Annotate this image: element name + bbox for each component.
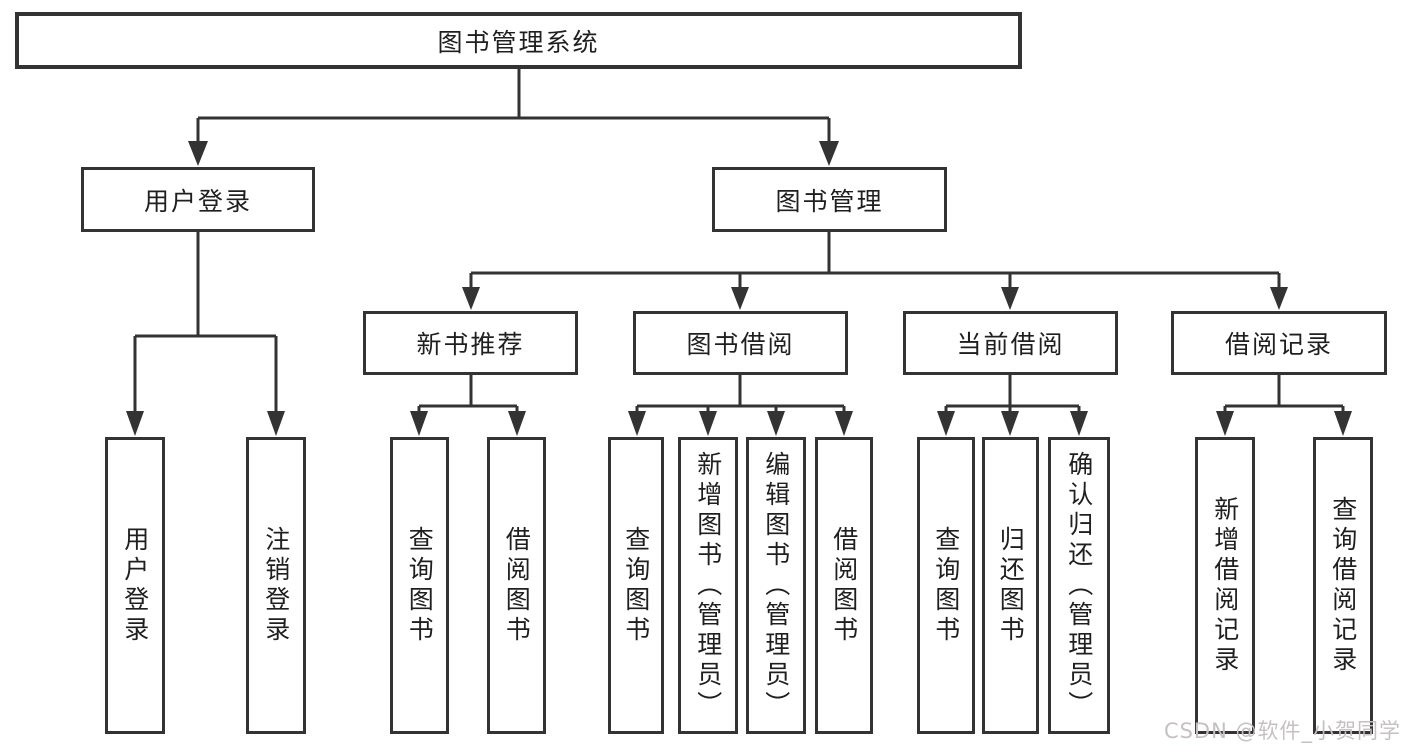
leaf-query-books: 查询图书 [390,437,449,734]
node-book-borrow: 图书借阅 [633,311,848,375]
arrowhead-icon [937,411,955,436]
leaf-borrow-books: 借阅图书 [815,437,873,734]
leaf-borrow-books: 借阅图书 [487,437,546,734]
node-book-management: 图书管理 [712,167,947,232]
arrowhead-icon [126,411,144,436]
node-user-login: 用户登录 [81,167,315,232]
leaf-query-books: 查询图书 [608,437,664,734]
arrowhead-icon [267,411,285,436]
arrowhead-icon [1216,411,1234,436]
leaf-confirm-return-admin: 确认归还（管理员） [1048,437,1110,734]
arrowhead-icon [188,141,208,166]
arrowhead-icon [410,411,428,436]
arrowhead-icon [1270,287,1288,310]
arrowhead-icon [699,411,717,436]
arrowhead-icon [1070,411,1088,436]
leaf-return-book: 归还图书 [982,437,1039,734]
node-new-book-recommend: 新书推荐 [363,311,578,375]
arrowhead-icon [767,411,785,436]
arrowhead-icon [1001,287,1019,310]
csdn-watermark: CSDN @软件_小贺同学 [1163,719,1401,743]
arrowhead-icon [1001,411,1019,436]
arrowhead-icon [628,411,646,436]
leaf-logout: 注销登录 [246,437,306,734]
leaf-query-books: 查询图书 [917,437,975,734]
node-current-borrow: 当前借阅 [903,311,1118,375]
arrowhead-icon [462,287,480,310]
leaf-add-borrow-record: 新增借阅记录 [1195,437,1255,734]
leaf-user-login: 用户登录 [105,437,165,734]
arrowhead-icon [508,411,526,436]
node-borrow-records: 借阅记录 [1171,311,1387,375]
node-root-system: 图书管理系统 [15,12,1022,69]
leaf-edit-book-admin: 编辑图书（管理员） [746,437,806,734]
leaf-query-borrow-record: 查询借阅记录 [1313,437,1373,734]
arrowhead-icon [731,287,749,310]
leaf-add-book-admin: 新增图书（管理员） [678,437,738,734]
arrowhead-icon [835,411,853,436]
arrowhead-icon [1334,411,1352,436]
arrowhead-icon [819,141,839,166]
